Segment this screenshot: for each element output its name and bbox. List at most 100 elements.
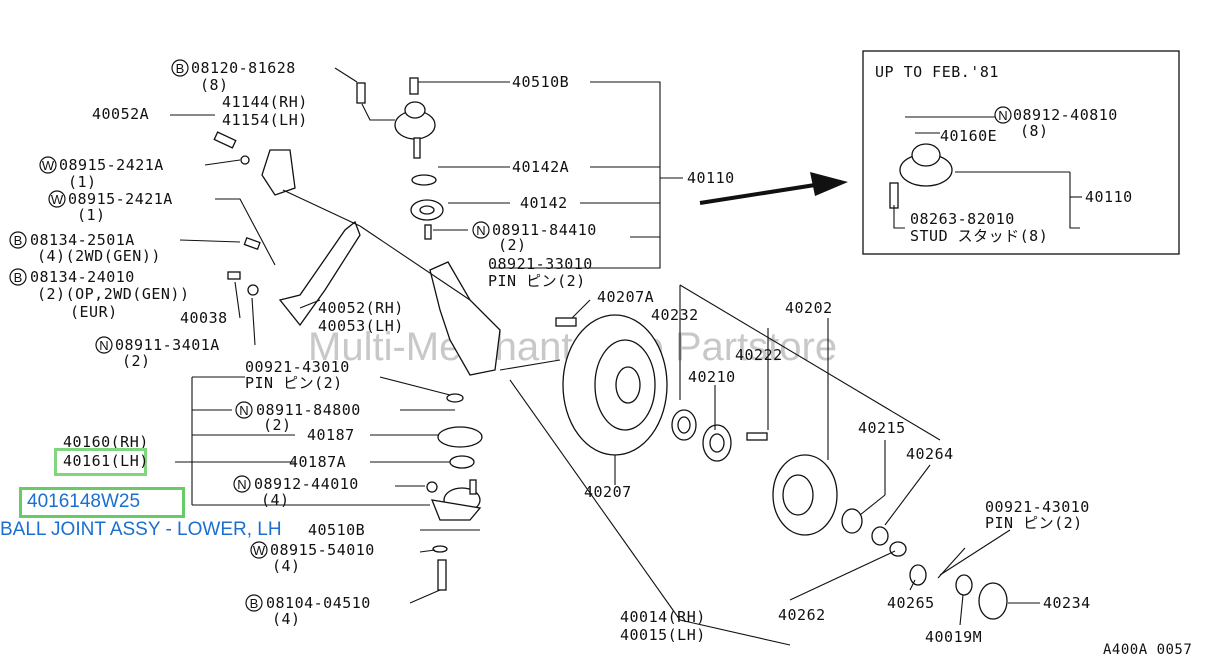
svg-text:B: B [14,270,23,285]
label-qty: (1) [77,206,106,224]
label-40207: 40207 [584,483,632,501]
label-qty: (8) [200,76,229,94]
label-qty: (2)(OP,2WD(GEN)) [37,285,190,303]
svg-text:B: B [176,61,185,76]
label-qty: (2) [122,352,151,370]
label-qty: (4) [261,491,290,509]
label-40187a: 40187A [289,453,346,471]
label-40215: 40215 [858,419,906,437]
label-08911-84800: 08911-84800 [256,401,361,419]
part-number-link[interactable]: 4016148W25 [19,487,185,518]
label-40510b: 40510B [512,73,569,91]
label-pin: PIN ピン(2) [245,374,343,392]
svg-text:B: B [14,233,23,248]
arrow-icon [699,172,848,205]
label-08911-84410: 08911-84410 [492,221,597,239]
label-08912-44010: 08912-44010 [254,475,359,493]
label-qty: (1) [68,173,97,191]
label-08915-2421a-2: 08915-2421A [68,190,173,208]
label-qty: (2) [263,416,292,434]
label-08134-2501a: 08134-2501A [30,231,135,249]
marker-b3: B [9,268,27,286]
marker-n2: N [472,221,490,239]
marker-b4: B [245,594,263,612]
label-eur: (EUR) [70,303,118,321]
label-41154: 41154(LH) [222,111,308,129]
svg-text:W: W [42,158,55,173]
label-40038: 40038 [180,309,228,327]
label-00921-43010: 00921-43010 [245,358,350,376]
svg-text:W: W [253,543,266,558]
marker-n1: N [95,336,113,354]
label-40161lh: 40161(LH) [63,452,149,470]
marker-w2: W [48,190,66,208]
label-08120-81628: 08120-81628 [191,59,296,77]
svg-text:N: N [239,403,248,418]
svg-text:N: N [99,338,108,353]
label-40234: 40234 [1043,594,1091,612]
label-40160rh: 40160(RH) [63,433,149,451]
label-qty: (4) [272,557,301,575]
label-40207a: 40207A [597,288,654,306]
label-00921-43010-b: 00921-43010 [985,498,1090,516]
marker-w3: W [250,541,268,559]
label-40202: 40202 [785,299,833,317]
label-qty: (2) [498,236,527,254]
label-41144: 41144(RH) [222,93,308,111]
label-40110: 40110 [687,169,735,187]
label-pin: PIN ピン(2) [488,272,586,290]
label-08915-2421a: 08915-2421A [59,156,164,174]
part-description-link[interactable]: BALL JOINT ASSY - LOWER, LH [0,519,282,540]
label-08104-04510: 08104-04510 [266,594,371,612]
label-40142a: 40142A [512,158,569,176]
inset-n-marker: N [994,106,1012,124]
label-qty: (4)(2WD(GEN)) [37,247,161,265]
inset-box [862,50,1180,255]
inset-stud-desc: STUD スタッド(8) [910,227,1048,245]
inset-n-code: 08912-40810 [1013,106,1118,124]
svg-text:N: N [476,223,485,238]
inset-part-40110: 40110 [1085,188,1133,206]
inset-n-qty: (8) [1020,122,1049,140]
inset-part-40160e: 40160E [940,127,997,145]
disc-rotor-drawing [555,314,668,456]
label-40222: 40222 [735,346,783,364]
marker-b1: B [171,59,189,77]
label-08911-3401a: 08911-3401A [115,336,220,354]
label-40187: 40187 [307,426,355,444]
marker-n4: N [233,475,251,493]
label-40265: 40265 [887,594,935,612]
svg-text:N: N [237,477,246,492]
label-40262: 40262 [778,606,826,624]
label-40019m: 40019M [925,628,982,646]
label-08921-33010: 08921-33010 [488,255,593,273]
label-40052a: 40052A [92,105,149,123]
label-40014rh: 40014(RH) [620,608,706,626]
label-pin: PIN ピン(2) [985,514,1083,532]
leader-lines [170,67,1040,646]
label-40053lh: 40053(LH) [318,317,404,335]
hotspot-40161[interactable]: 40161(LH) [54,448,149,476]
diagram-reference: A400A 0057 [1103,642,1192,658]
label-08134-24010: 08134-24010 [30,268,135,286]
marker-b2: B [9,231,27,249]
svg-text:N: N [998,108,1007,123]
hub-bearing-drawing [671,409,1008,620]
label-40052rh: 40052(RH) [318,299,404,317]
label-40015lh: 40015(LH) [620,626,706,644]
inset-stud-code: 08263-82010 [910,210,1015,228]
label-40232: 40232 [651,306,699,324]
inset-title: UP TO FEB.'81 [875,63,999,81]
svg-text:B: B [250,596,259,611]
inset-ball-joint-drawing [889,116,1082,229]
upper-arm-drawing [213,77,444,327]
label-40510b-lower: 40510B [308,521,365,539]
marker-n3: N [235,401,253,419]
marker-w1: W [39,156,57,174]
knuckle-drawing [426,261,561,591]
label-08915-54010: 08915-54010 [270,541,375,559]
label-qty: (4) [272,610,301,628]
label-40142: 40142 [520,194,568,212]
